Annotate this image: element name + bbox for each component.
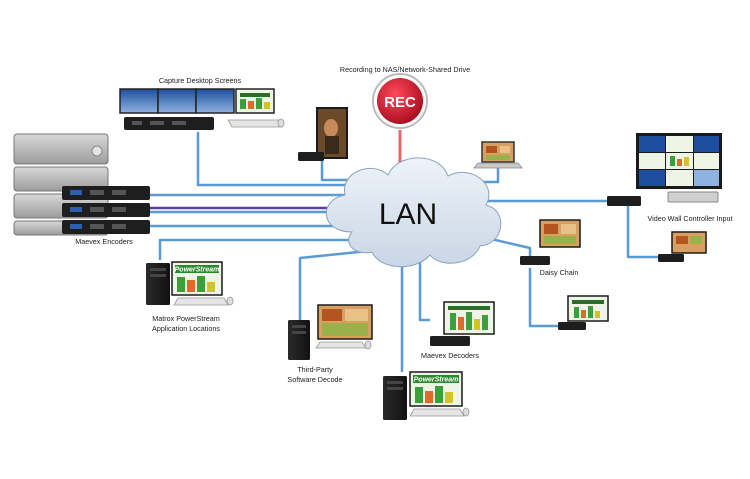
rec-label: REC [384,94,416,111]
link-daisy-chain [477,234,532,258]
matrox-label-line1: Matrox PowerStream [152,314,220,323]
server-rack [13,133,109,236]
video-wall [607,133,722,206]
connection-lines [150,130,660,372]
link-capture-desktop [196,132,368,187]
rec-recorder: REC [372,73,428,129]
third-party-label-line1: Third-Party [297,365,333,374]
bottom-powerstream-brand: PowerStream [414,377,459,384]
daisy-chain-display [520,219,581,265]
matrox-powerstream-brand: PowerStream [175,267,220,274]
maevex-decoders [430,301,495,346]
video-wall-label: Video Wall Controller Input [647,214,732,223]
portrait-display [298,107,348,161]
maevex-encoders-label: Maevex Encoders [75,237,133,246]
link-matrox [158,238,368,260]
link-video-wall-branch [626,206,660,259]
maevex-decoders-label: Maevex Decoders [421,351,479,360]
third-party-label-line2: Software Decode [287,375,342,384]
recording-nas-label: Recording to NAS/Network-Shared Drive [340,65,470,74]
capture-desktop-label: Capture Desktop Screens [159,76,242,85]
capture-desktop-screens [119,88,285,130]
link-third-party [298,248,379,320]
matrox-label-line2: Application Locations [152,324,220,333]
maevex-encoders [62,186,150,234]
daisy-chain-label: Daisy Chain [540,268,579,277]
matrox-powerstream-station: PowerStream [146,261,234,306]
lan-cloud: LAN [325,157,502,268]
link-daisy-chain-2 [528,268,560,328]
daisy-chain-display-2 [558,295,609,330]
laptop [473,141,523,169]
link-maevex-decoders [418,262,430,322]
video-wall-branch-display [658,231,707,262]
lan-label: LAN [379,198,437,231]
bottom-powerstream-station: PowerStream [383,371,470,420]
third-party-station [288,304,373,360]
